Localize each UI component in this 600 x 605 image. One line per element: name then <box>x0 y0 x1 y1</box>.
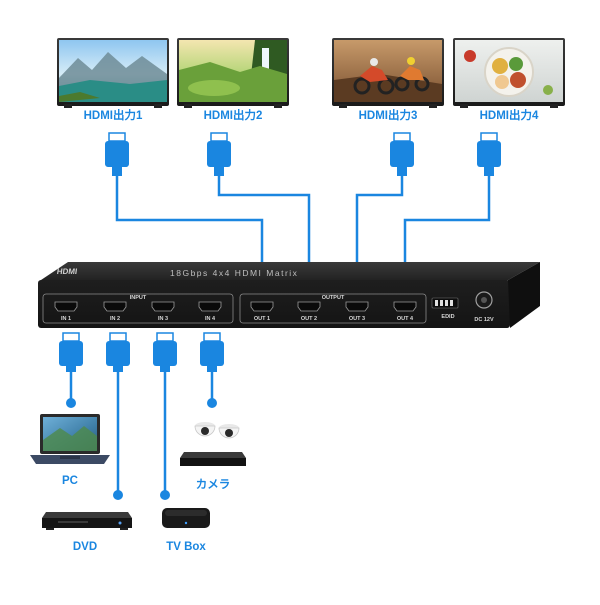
tv-output-1 <box>57 38 169 108</box>
output-label-2: HDMI出力2 <box>203 110 263 122</box>
port-label-in-1: IN 1 <box>61 316 71 322</box>
output-label-3: HDMI出力3 <box>358 110 418 122</box>
output-cables <box>115 175 491 287</box>
edid-label: EDID <box>441 314 454 320</box>
port-label-in-3: IN 3 <box>158 316 168 322</box>
port-in-4: IN 4 <box>198 301 222 322</box>
laptop-icon <box>30 414 110 464</box>
port-label-out-4: OUT 4 <box>397 316 414 322</box>
output-label-1: HDMI出力1 <box>83 110 143 122</box>
port-out-1: OUT 1 <box>250 301 274 322</box>
port-out-3: OUT 3 <box>345 301 369 322</box>
output-label-4: HDMI出力4 <box>479 110 539 122</box>
input-label-dvd: DVD <box>72 541 98 553</box>
input-label-camera: カメラ <box>195 479 231 491</box>
hdmi-plug-out-2 <box>207 132 231 176</box>
hdmi-plug-in-2 <box>106 332 130 372</box>
hdmi-plug-out-1 <box>105 132 129 176</box>
power-label: DC 12V <box>474 317 494 323</box>
output-group-label: OUTPUT <box>322 295 345 301</box>
port-in-2: IN 2 <box>103 301 127 322</box>
port-label-out-1: OUT 1 <box>254 316 270 322</box>
device-brand: HDMI <box>56 267 78 276</box>
hdmi-plug-in-1 <box>59 332 83 372</box>
hdmi-matrix-device: HDMI 18Gbps 4x4 HDMI Matrix INPUT OUTPUT… <box>38 262 540 328</box>
device-title: 18Gbps 4x4 HDMI Matrix <box>170 268 298 278</box>
hdmi-plug-out-3 <box>390 132 414 176</box>
tv-output-3 <box>332 38 444 108</box>
port-in-1: IN 1 <box>54 301 78 322</box>
hdmi-plug-out-4 <box>477 132 501 176</box>
security-camera-icon <box>180 422 246 466</box>
port-out-4: OUT 4 <box>393 301 417 322</box>
input-label-tvbox: TV Box <box>166 541 206 553</box>
port-label-in-2: IN 2 <box>110 316 120 322</box>
hdmi-plug-in-4 <box>200 332 224 372</box>
port-label-out-3: OUT 3 <box>349 316 365 322</box>
tv-box-icon <box>162 508 210 528</box>
dvd-player-icon <box>42 512 132 530</box>
port-in-3: IN 3 <box>151 301 175 322</box>
port-out-2: OUT 2 <box>297 301 321 322</box>
hdmi-plug-in-3 <box>153 332 177 372</box>
input-cables <box>69 370 214 494</box>
input-label-pc: PC <box>62 475 78 487</box>
cable-end-dots <box>66 398 217 500</box>
port-label-out-2: OUT 2 <box>301 316 317 322</box>
port-label-in-4: IN 4 <box>205 316 216 322</box>
tv-output-2 <box>177 38 289 108</box>
tv-output-4 <box>453 38 565 108</box>
power-jack: DC 12V <box>474 291 494 323</box>
edid-switch: EDID <box>431 297 459 320</box>
input-group-label: INPUT <box>130 295 147 301</box>
